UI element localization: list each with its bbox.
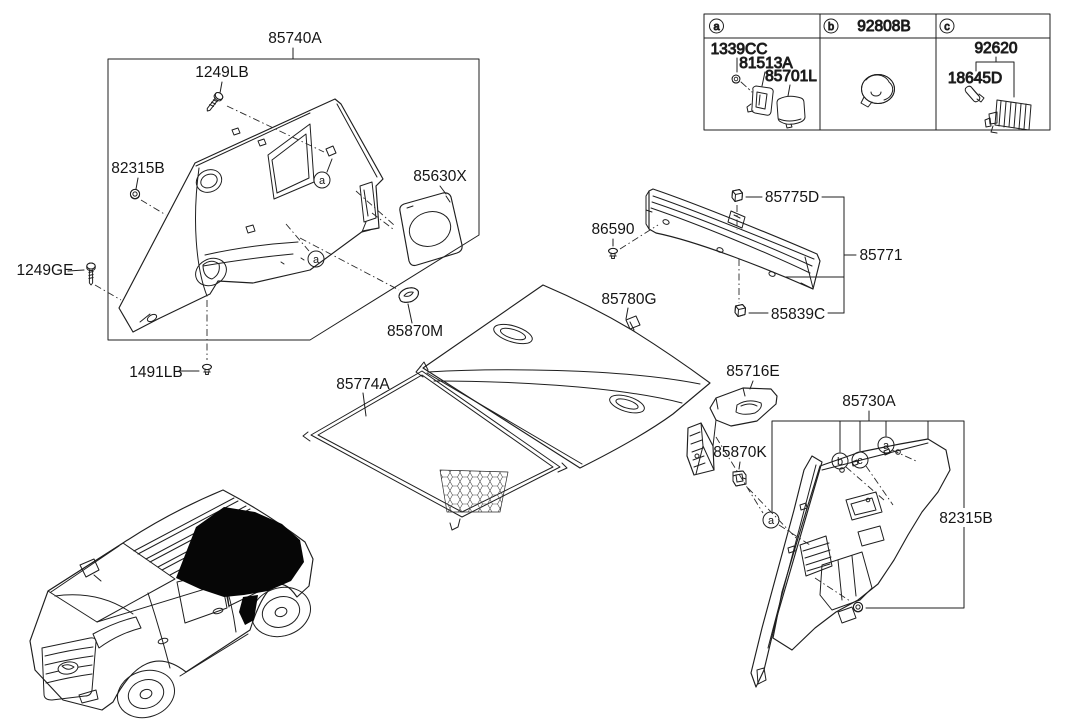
plug-85870K <box>732 470 747 487</box>
legend-part-92808B: 92808B <box>857 18 910 35</box>
legend-header-a: a <box>709 18 724 34</box>
bracket-85730A <box>771 420 965 609</box>
legend-part-1339CC: 1339CC <box>711 41 768 58</box>
label-plug-85870M: 85870M <box>387 323 443 340</box>
callout-a-1-letter: a <box>319 175 326 187</box>
label-clip-1491LB: 1491LB <box>129 364 182 381</box>
legend-letter-c: c <box>944 21 950 33</box>
screw-1249GE <box>86 262 96 286</box>
legend-bracket-81513A <box>746 85 774 116</box>
luggage-net-group: 85774A <box>302 361 568 531</box>
screw-1249LB <box>203 90 225 115</box>
highlighted-pillar-area <box>239 595 258 625</box>
callout-c-letter: c <box>857 455 863 467</box>
quarter-trim-left-panel <box>118 98 384 333</box>
label-quarter-trim-right: 85730A <box>842 393 896 410</box>
label-clip-86590: 86590 <box>591 221 634 238</box>
legend-cell-c-drawing: 92620 18645D <box>947 40 1032 134</box>
car-location-thumbnail <box>29 489 314 719</box>
legend-cover-85701L <box>776 95 806 129</box>
cargo-screen-board <box>415 284 711 469</box>
callout-a-1: a <box>313 158 333 189</box>
speaker-cover-85630X <box>399 192 463 267</box>
legend-header-c: c <box>939 18 955 34</box>
label-cargo-screen: 85780G <box>601 291 656 308</box>
legend-part-92620: 92620 <box>974 40 1017 57</box>
legend-table: a b 92808B c 1339CC 81513A 85701L <box>703 13 1051 134</box>
legend-bulb-18645D <box>964 85 985 103</box>
callout-a-2-letter: a <box>313 254 320 266</box>
callout-a-right-letter: a <box>883 440 890 452</box>
callout-a-2: a <box>307 250 325 268</box>
legend-letter-b: b <box>828 21 834 33</box>
nut-82315B-left <box>129 188 141 200</box>
callout-a-right: a <box>877 436 895 454</box>
callout-a-bl-letter: a <box>768 515 775 527</box>
legend-lamp-92620 <box>984 99 1032 134</box>
cargo-screen-group: 85780G <box>415 284 711 469</box>
legend-header-b: b 92808B <box>823 18 911 36</box>
label-clip-85775D: 85775D <box>765 189 819 206</box>
label-plug-85870K: 85870K <box>713 444 767 461</box>
label-clip-85839C: 85839C <box>771 306 825 323</box>
label-quarter-trim-left: 85740A <box>268 30 322 47</box>
callout-c: c <box>851 451 869 469</box>
side-cover-group: 85716E 85870K <box>686 363 780 487</box>
plug-85870M <box>396 284 422 306</box>
label-screw-1249LB: 1249LB <box>195 64 248 81</box>
assembly-boundary-box <box>107 58 480 341</box>
label-nut-82315B-right: 82315B <box>939 510 992 527</box>
legend-part-81513A: 81513A <box>739 55 793 72</box>
label-luggage-net: 85774A <box>336 376 390 393</box>
legend-nut-1339CC <box>731 74 741 84</box>
alignment-dashes-right <box>715 436 917 602</box>
highlighted-cargo-area <box>176 507 304 597</box>
bracket-85771 <box>785 196 857 314</box>
legend-letter-a: a <box>713 21 720 33</box>
quarter-trim-left-assembly: 85740A 1249LB 82315B 1249GE <box>17 30 480 381</box>
label-side-cover: 85716E <box>726 363 779 380</box>
callout-a-bottom-left: a <box>762 511 780 529</box>
label-screw-1249GE: 1249GE <box>17 262 74 279</box>
label-speaker-cover: 85630X <box>413 168 467 185</box>
callout-b: b <box>831 452 849 470</box>
nut-82315B-right <box>852 601 864 613</box>
clip-85775D <box>731 189 743 202</box>
label-rear-trim: 85771 <box>859 247 902 264</box>
luggage-net <box>302 361 568 531</box>
callout-b-letter: b <box>837 456 843 468</box>
clip-85839C <box>734 304 746 317</box>
legend-grommet-92808B <box>860 74 895 108</box>
quarter-trim-right-panel <box>750 438 951 688</box>
clip-86590 <box>608 247 618 259</box>
label-nut-82315B-left: 82315B <box>111 160 164 177</box>
clip-1491LB <box>202 363 212 375</box>
alignment-dashes-left <box>94 105 400 360</box>
quarter-trim-right-group: 85730A b c a a 82315B <box>715 393 994 688</box>
side-cover-85716E <box>686 387 778 476</box>
legend-part-85701L: 85701L <box>765 68 817 85</box>
legend-cell-a-drawing: 1339CC 81513A 85701L <box>710 41 818 129</box>
legend-part-18645D: 18645D <box>948 70 1002 87</box>
rear-trim-85771-group: 86590 85775D 85839C 85771 <box>591 188 903 323</box>
